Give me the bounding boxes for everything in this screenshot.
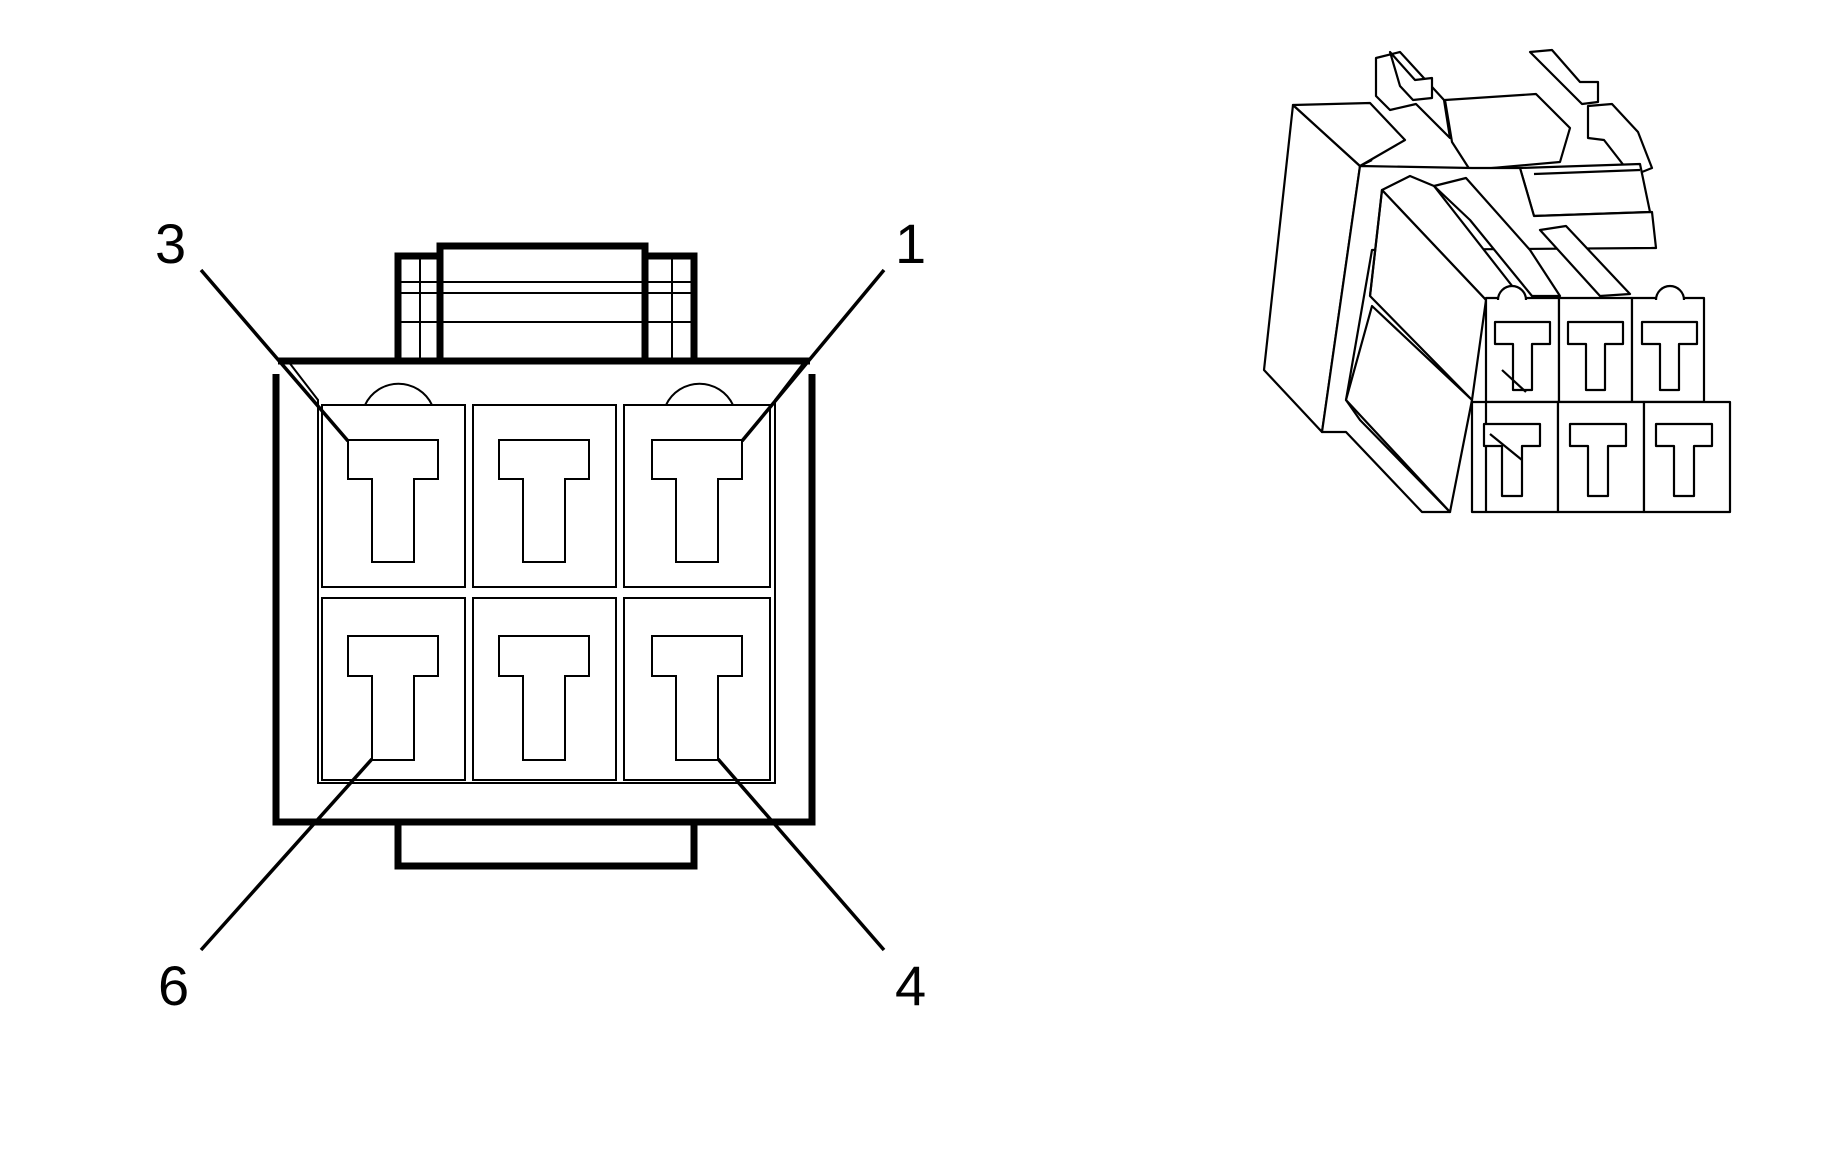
pin-label-1: 1 — [895, 212, 926, 275]
cavity-row-bottom — [321, 597, 771, 781]
iso-rear-top — [1291, 101, 1407, 168]
iso-upper-row — [1368, 188, 1706, 404]
keying-bump-left — [364, 382, 433, 406]
iso-lower-row — [1344, 304, 1732, 514]
terminal-1 — [651, 439, 743, 563]
leader-lines — [199, 268, 886, 952]
terminal-2 — [498, 439, 590, 563]
pin-label-6: 6 — [158, 954, 189, 1017]
terminal-5 — [498, 635, 590, 761]
iso-top-latch — [1374, 48, 1654, 218]
keying-bump-right — [665, 382, 734, 406]
cavity-row-top — [321, 404, 771, 588]
leader-line-4 — [716, 757, 886, 952]
pin-label-3: 3 — [155, 212, 186, 275]
leader-line-1 — [740, 268, 886, 443]
top-latch — [394, 242, 698, 365]
connector-front-view: 3 1 6 4 — [155, 212, 926, 1017]
iso-upper-ridges — [1380, 174, 1632, 302]
bottom-latch — [394, 822, 698, 870]
terminal-6 — [347, 635, 439, 761]
pin-label-4: 4 — [895, 954, 926, 1017]
leader-line-3 — [199, 268, 350, 443]
terminal-3 — [347, 439, 439, 563]
leader-line-6 — [199, 757, 374, 952]
connector-isometric-view — [1262, 48, 1732, 514]
